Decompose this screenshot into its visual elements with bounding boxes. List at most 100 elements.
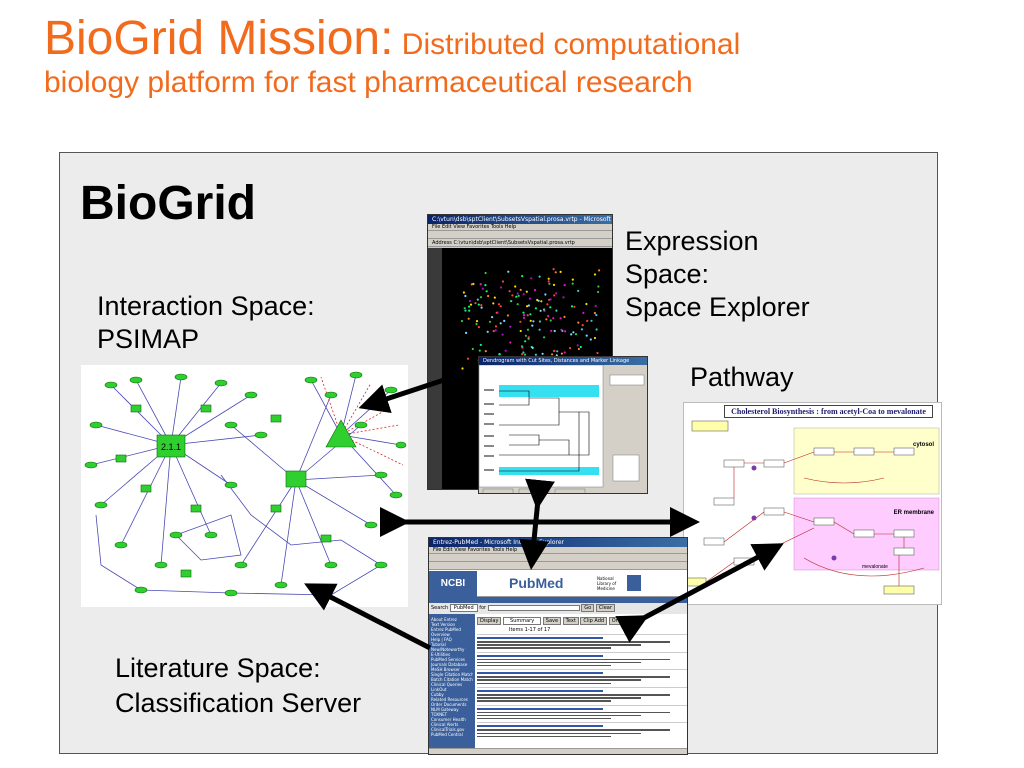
result-text-line <box>477 735 612 738</box>
scatter-point <box>577 347 580 351</box>
scatter-point <box>585 302 588 306</box>
pubmed-sidebar-item[interactable]: Consumer Health <box>431 717 466 722</box>
pubmed-sidebar-item[interactable]: About Entrez <box>431 617 457 622</box>
scatter-point <box>585 334 588 337</box>
pubmed-sidebar-item[interactable]: Single Citation Matcher <box>431 672 473 677</box>
display-select[interactable]: Summary <box>503 617 542 625</box>
pubmed-result-item[interactable] <box>477 634 687 649</box>
expression-space-label: Expression Space: Space Explorer <box>625 225 810 324</box>
scatter-point <box>597 285 600 288</box>
scatter-point <box>559 317 562 320</box>
search-db-select[interactable]: PubMed <box>449 604 478 612</box>
pubmed-result-item[interactable] <box>477 704 687 720</box>
pubmed-sidebar-item[interactable]: ClinicalTrials.gov <box>431 727 465 732</box>
scatter-point <box>572 331 575 334</box>
scatter-point <box>498 353 501 356</box>
scatter-point <box>514 285 517 288</box>
pubmed-sidebar-item[interactable]: Entrez PubMed <box>431 627 461 632</box>
clip-add-button[interactable]: Clip Add <box>580 617 608 625</box>
scatter-point <box>595 313 598 317</box>
scatter-point <box>521 353 524 356</box>
pubmed-sidebar-item[interactable]: Related Resources <box>431 697 468 702</box>
scatter-point <box>521 275 524 278</box>
scatter-point <box>485 290 488 293</box>
items-count: Items 1-17 of 17 <box>509 627 551 633</box>
scatter-point <box>464 294 467 298</box>
pubmed-sidebar-item[interactable]: Order Documents <box>431 702 467 707</box>
scatter-point <box>589 338 592 341</box>
pubmed-sidebar-item[interactable]: Batch Citation Matcher <box>431 677 473 682</box>
scatter-point <box>571 282 574 285</box>
scatter-point <box>539 309 542 312</box>
pubmed-sidebar-item[interactable]: NLM Gateway <box>431 707 459 712</box>
scatter-point <box>538 328 541 331</box>
pubmed-result-item[interactable] <box>477 687 687 702</box>
pubmed-sidebar-item[interactable]: MeSH Browser <box>431 667 460 672</box>
scatter-point <box>580 328 583 331</box>
save-button[interactable]: Save <box>542 617 562 625</box>
order-button[interactable]: Order <box>608 617 629 625</box>
result-authors-line[interactable] <box>477 690 603 693</box>
ncbi-logo: NCBI <box>429 571 477 597</box>
search-input[interactable] <box>487 604 580 611</box>
scatter-point <box>481 287 484 290</box>
scatter-point <box>547 277 550 280</box>
scatter-point <box>595 328 598 331</box>
pubmed-sidebar-item[interactable]: E-Utilities <box>431 652 451 657</box>
pubmed-sidebar-item[interactable]: Clinical Alerts <box>431 722 459 727</box>
scatter-point <box>576 344 579 347</box>
scatter-point <box>522 311 525 314</box>
pubmed-sidebar-item[interactable]: PubMed Central <box>431 732 463 737</box>
scatter-point <box>574 333 578 336</box>
scatter-point <box>534 307 537 310</box>
scatter-point <box>553 294 556 297</box>
clear-button[interactable]: Clear <box>595 604 615 612</box>
scatter-point <box>524 334 527 337</box>
scatter-point <box>547 280 550 283</box>
go-button[interactable]: Go <box>581 604 595 612</box>
result-authors-line[interactable] <box>477 654 603 657</box>
pubmed-result-item[interactable] <box>477 722 687 738</box>
pathway-product-label: mevalonate <box>862 564 888 570</box>
pubmed-sidebar-item[interactable]: TOXNET <box>431 712 448 717</box>
pubmed-sidebar-item[interactable]: Cubby <box>431 692 444 697</box>
expression-line2: Space: <box>625 259 710 289</box>
result-text-line <box>477 647 612 649</box>
display-button[interactable]: Display <box>477 617 502 625</box>
pubmed-result-item[interactable] <box>477 669 687 685</box>
pubmed-sidebar-item[interactable]: Help | FAQ <box>431 637 452 642</box>
scatter-point <box>501 333 504 336</box>
pubmed-result-item[interactable] <box>477 651 687 667</box>
result-authors-line[interactable] <box>477 637 603 639</box>
pubmed-sidebar-item[interactable]: PubMed Services <box>431 657 466 662</box>
scatter-point <box>532 320 535 323</box>
scatter-point <box>474 302 477 305</box>
result-authors-line[interactable] <box>477 725 603 728</box>
scatter-point <box>519 288 522 291</box>
pathway-cytosol-label: cytosol <box>913 442 934 448</box>
scatter-point <box>531 346 534 349</box>
text-button[interactable]: Text <box>562 617 579 625</box>
pubmed-nav-strip <box>429 597 687 603</box>
pubmed-sidebar-item[interactable]: LinkOut <box>431 687 447 692</box>
result-authors-line[interactable] <box>477 707 603 710</box>
result-text-line <box>477 697 641 699</box>
scatter-point <box>570 333 573 336</box>
pubmed-sidebar-item[interactable]: New/Noteworthy <box>431 647 465 652</box>
pathway-graphic: cytosol ER membrane mevalonate <box>684 420 940 595</box>
scatter-point <box>467 317 470 320</box>
scatter-point <box>480 306 483 309</box>
scatter-point <box>544 293 547 296</box>
pubmed-sidebar-item[interactable]: Overview <box>431 632 450 637</box>
scatter-point <box>590 319 593 322</box>
scatter-point <box>504 349 507 352</box>
pubmed-sidebar-item[interactable]: Journals Database <box>431 662 468 667</box>
result-text-line <box>477 679 641 681</box>
result-authors-line[interactable] <box>477 672 603 675</box>
scatter-point <box>476 298 479 301</box>
pubmed-sidebar-item[interactable]: Clinical Queries <box>431 682 463 687</box>
pubmed-sidebar-item[interactable]: Text Version <box>431 622 456 627</box>
pubmed-sidebar-item[interactable]: Tutorial <box>431 642 446 647</box>
scatter-point <box>552 317 555 320</box>
